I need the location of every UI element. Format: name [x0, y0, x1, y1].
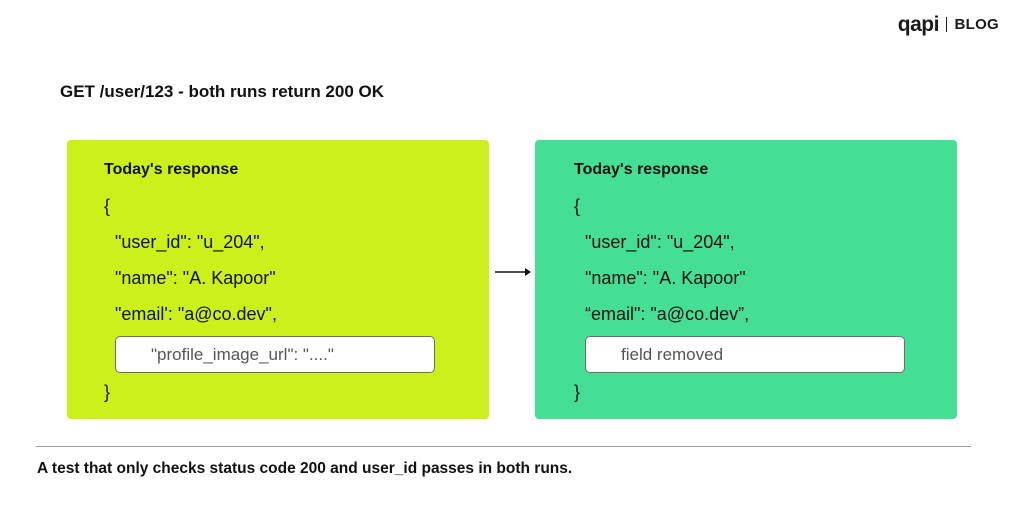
response-panel-before: Today's response { "user_id": "u_204", "…: [67, 140, 489, 419]
json-line-user-id: "user_id": "u_204",: [115, 232, 265, 252]
json-line-name: "name": "A. Kapoor": [115, 268, 276, 288]
open-brace: {: [104, 196, 111, 216]
divider: [36, 446, 971, 447]
arrow-icon: [495, 268, 531, 276]
open-brace: {: [574, 196, 581, 216]
json-line-email: “email": "a@co.dev”,: [585, 304, 750, 324]
json-line-name: "name": "A. Kapoor": [585, 268, 746, 288]
brand-blog-label: BLOG: [954, 16, 999, 33]
json-line-user-id: "user_id": "u_204",: [585, 232, 735, 252]
highlighted-field: "profile_image_url": "....": [115, 336, 435, 373]
removed-field-box: field removed: [585, 336, 905, 373]
brand[interactable]: qapi BLOG: [898, 14, 999, 35]
brand-logo: qapi: [897, 13, 940, 36]
close-brace: }: [104, 382, 111, 402]
response-panel-after: Today's response { "user_id": "u_204", "…: [535, 140, 957, 419]
panel-title: Today's response: [574, 161, 709, 178]
caption: A test that only checks status code 200 …: [37, 460, 573, 477]
close-brace: }: [574, 382, 581, 402]
diagram-heading: GET /user/123 - both runs return 200 OK: [60, 82, 385, 101]
brand-separator: [945, 17, 948, 32]
json-line-email: "email': "a@co.dev",: [115, 304, 277, 324]
panel-title: Today's response: [104, 161, 239, 178]
